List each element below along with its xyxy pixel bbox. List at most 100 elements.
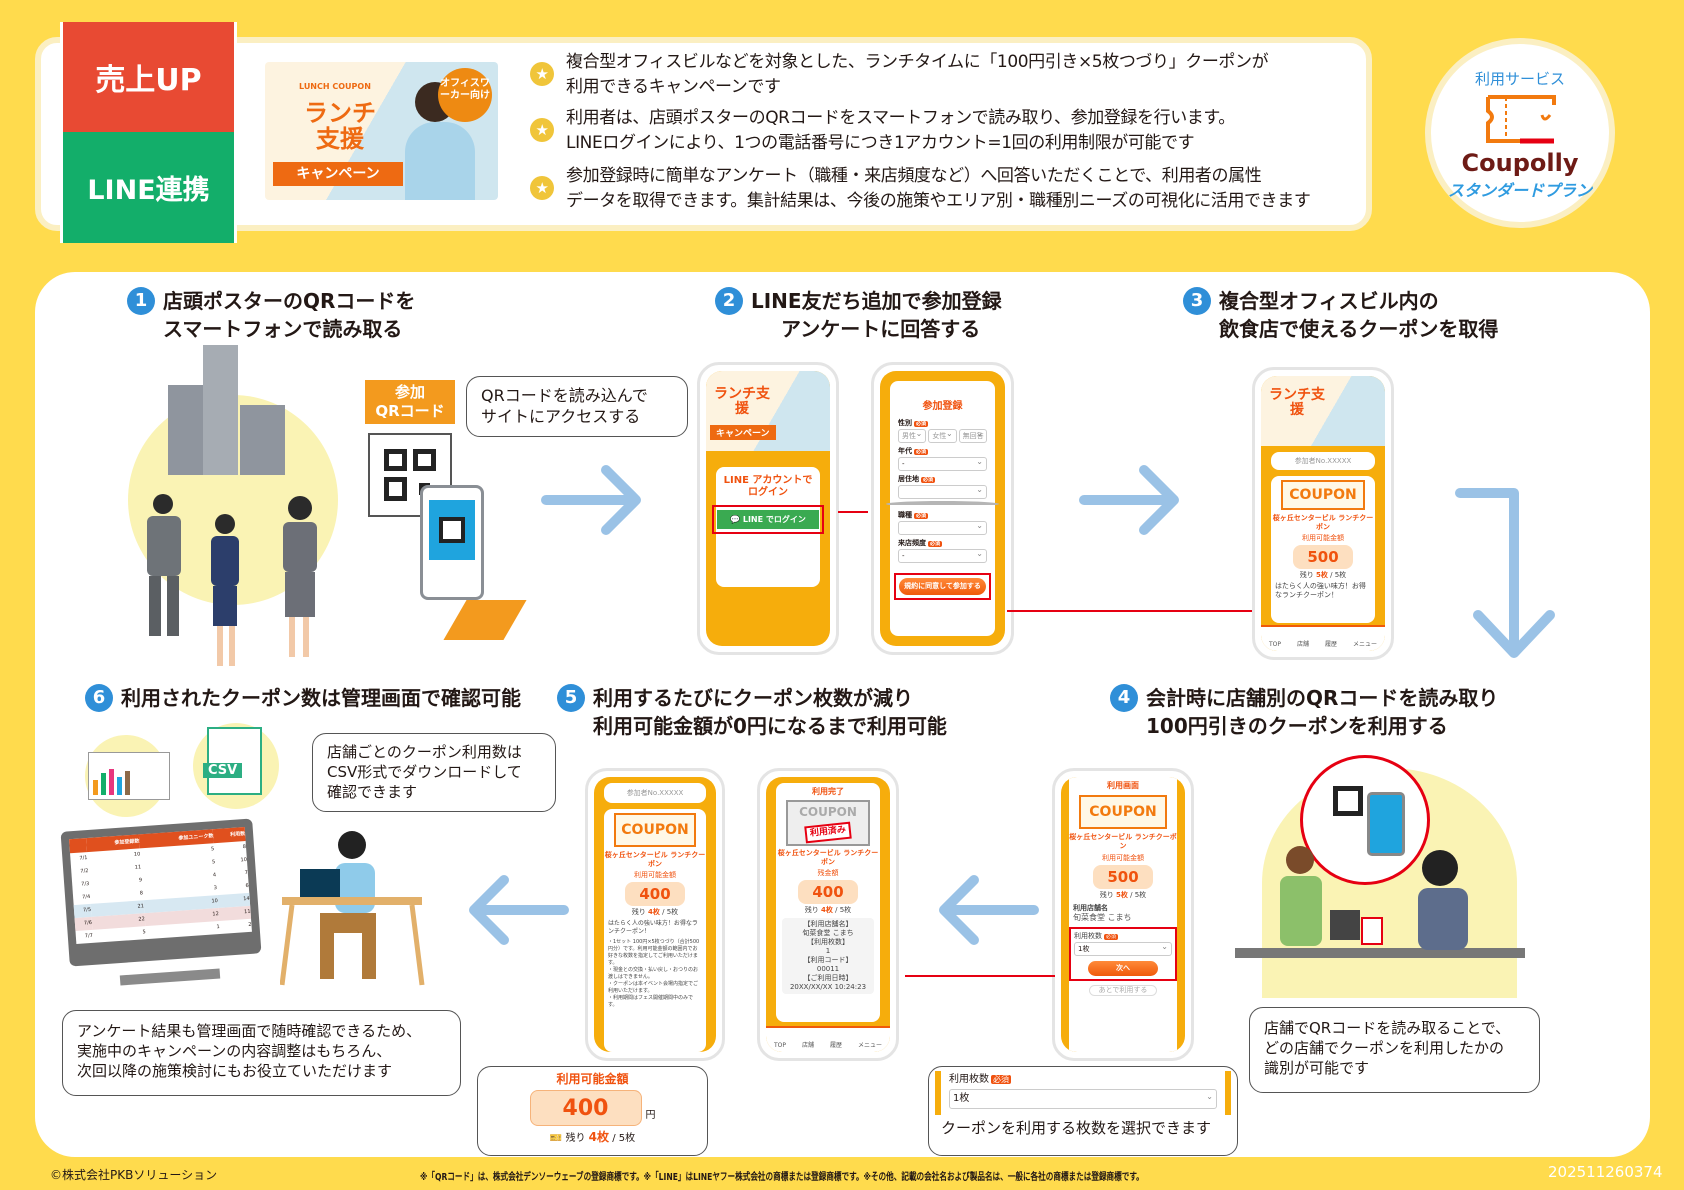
coupon-image: COUPON: [1281, 480, 1365, 510]
nav-history[interactable]: 履歴: [829, 1042, 842, 1049]
remain-label: 残り: [804, 906, 819, 914]
remain-label: 残り: [631, 908, 646, 916]
connector-line: [838, 511, 868, 513]
residence-input[interactable]: [898, 484, 987, 499]
nav-stores[interactable]: 店舗: [1296, 641, 1309, 648]
bullet-1: ★複合型オフィスビルなどを対象とした、ランチタイムに「100円引き×5枚つづり」…: [530, 50, 1370, 100]
report-chart-icon: [88, 752, 170, 800]
nav-menu[interactable]: メニュー: [857, 1042, 882, 1049]
coupon-card: COUPON 桜ヶ丘センタービル ランチクーポン 利用可能金額 400 残り 4…: [604, 809, 706, 1052]
remain-value: 4枚: [821, 906, 833, 914]
coupon-ticket-icon: [1486, 95, 1556, 144]
poster-label-line: 参加: [394, 383, 425, 401]
participant-number: 参加者No.XXXXX: [1271, 452, 1375, 470]
highlight-box: 規約に同意して参加する: [894, 573, 991, 600]
nav-stores[interactable]: 店舗: [801, 1042, 814, 1049]
campaign-thumbnail: LUNCH COUPON ランチ支援 キャンペーン オフィスワーカー向け: [265, 62, 498, 200]
smartphone-icon: [420, 485, 484, 600]
nav-menu[interactable]: メニュー: [1352, 641, 1377, 648]
amount-value: 400: [529, 1090, 642, 1126]
coupon-description: はたらく人の強い味方！お得なランチクーポン！: [608, 920, 698, 935]
coupon-name: 桜ヶ丘センタービル ランチクーポン: [777, 849, 879, 866]
frequency-select[interactable]: -: [898, 548, 987, 563]
gender-option[interactable]: 女性: [928, 428, 957, 443]
break-wave: [886, 501, 999, 507]
detail-label: 【利用枚数】: [807, 938, 849, 946]
line-icon: 💬: [730, 515, 743, 524]
step-number: 4: [1110, 684, 1138, 712]
submit-button[interactable]: 規約に同意して参加する: [899, 578, 986, 595]
required-badge: 必須: [991, 1075, 1011, 1084]
login-card: LINE アカウントでログイン 💬 LINE でログイン: [712, 467, 824, 587]
count-select[interactable]: 1枚: [1074, 941, 1172, 956]
form-title: 参加登録: [922, 401, 963, 412]
gender-option[interactable]: 無回答: [958, 428, 987, 443]
admin-worker-illustration: [280, 831, 425, 986]
poster-label-line: QRコード: [375, 402, 445, 420]
required-badge: 必須: [914, 513, 929, 519]
step-text: 利用するたびにクーポン枚数が減り: [593, 686, 913, 710]
banner-title: ランチ支援: [1269, 387, 1325, 418]
nav-top[interactable]: TOP: [773, 1042, 786, 1049]
bottom-nav: TOP 店舗 履歴 メニュー: [766, 1026, 890, 1052]
detail-value: 20XX/XX/XX 10:24:23: [789, 983, 867, 991]
building-icon: [168, 385, 203, 475]
next-button[interactable]: 次へ: [1088, 961, 1158, 976]
table-cell: 7/3: [81, 880, 90, 888]
bullet-text: 複合型オフィスビルなどを対象とした、ランチタイムに「100円引き×5枚つづり」ク…: [566, 52, 1269, 72]
csv-label: CSV: [203, 763, 243, 778]
amount-label: 利用可能金額: [634, 871, 676, 879]
line-login-button[interactable]: 💬 LINE でログイン: [717, 510, 819, 529]
step-number: 6: [85, 684, 113, 712]
arrow-left-icon: [939, 875, 1039, 945]
connector-line: [905, 975, 1055, 977]
bubble-line: サイトにアクセスする: [481, 407, 641, 426]
coupon-image: COUPON: [1079, 795, 1167, 829]
campaign-banner: ランチ支援キャンペーン: [706, 371, 830, 451]
bullet-text: 参加登録時に簡単なアンケート（職種・来店頻度など）へ回答いただくことで、利用者の…: [566, 166, 1262, 186]
coupon-image: COUPON: [614, 813, 696, 847]
step-number: 5: [557, 684, 585, 712]
step-text: 利用可能金額が0円になるまで利用可能: [593, 714, 947, 738]
detail-label: 【ご利用日時】: [803, 974, 853, 982]
arrow-right-icon: [541, 465, 641, 535]
required-badge: 必須: [921, 477, 936, 483]
nav-top[interactable]: TOP: [1268, 641, 1281, 648]
badge-line: LINE連携: [60, 132, 237, 243]
bubble-line: CSV形式でダウンロードして: [327, 763, 522, 781]
job-input[interactable]: [898, 520, 987, 535]
qr-scan-zoom: [1300, 755, 1430, 885]
remain-value: 5枚: [1116, 891, 1128, 899]
phone-coupon-acquired: ランチ支援 参加者No.XXXXX COUPON 桜ヶ丘センタービル ランチクー…: [1252, 367, 1394, 660]
required-badge: 必須: [914, 449, 929, 455]
count-select[interactable]: 1枚: [949, 1088, 1217, 1109]
connector-line: [1007, 610, 1252, 612]
banner-ribbon: キャンペーン: [710, 425, 776, 440]
age-select[interactable]: -: [898, 456, 987, 471]
phone-screen: ランチ支援 参加者No.XXXXX COUPON 桜ヶ丘センタービル ランチクー…: [1261, 376, 1385, 651]
remain-total: / 5枚: [612, 1133, 636, 1144]
bottom-nav: TOP 店舗 履歴 メニュー: [1261, 625, 1385, 651]
service-logo: 利用サービス Coupolly スタンダードプラン: [1425, 38, 1615, 228]
feature-badges: 売上UP LINE連携: [60, 22, 237, 243]
step-text: 複合型オフィスビル内の: [1219, 289, 1439, 313]
bubble-line: 次回以降の施策検討にもお役立ていただけます: [77, 1062, 393, 1080]
nav-history[interactable]: 履歴: [1324, 641, 1337, 648]
gender-option[interactable]: 男性: [898, 428, 927, 443]
table-cell: 7/4: [81, 893, 91, 901]
remain-label: 残り: [1099, 891, 1114, 899]
campaign-banner: ランチ支援: [1261, 376, 1385, 446]
table-cell: 7/7: [84, 932, 94, 940]
trademark-notice: ※「QRコード」は、株式会社デンソーウェーブの登録商標です。※「LINE」はLI…: [420, 1172, 1144, 1183]
later-button[interactable]: あとで利用する: [1089, 985, 1157, 996]
amount-label: 利用可能金額: [1302, 534, 1344, 542]
bullet-text: 利用できるキャンペーンです: [566, 77, 781, 97]
field-label: 来店頻度: [898, 539, 926, 547]
step-text: 飲食店で使えるクーポンを取得: [1219, 317, 1499, 341]
